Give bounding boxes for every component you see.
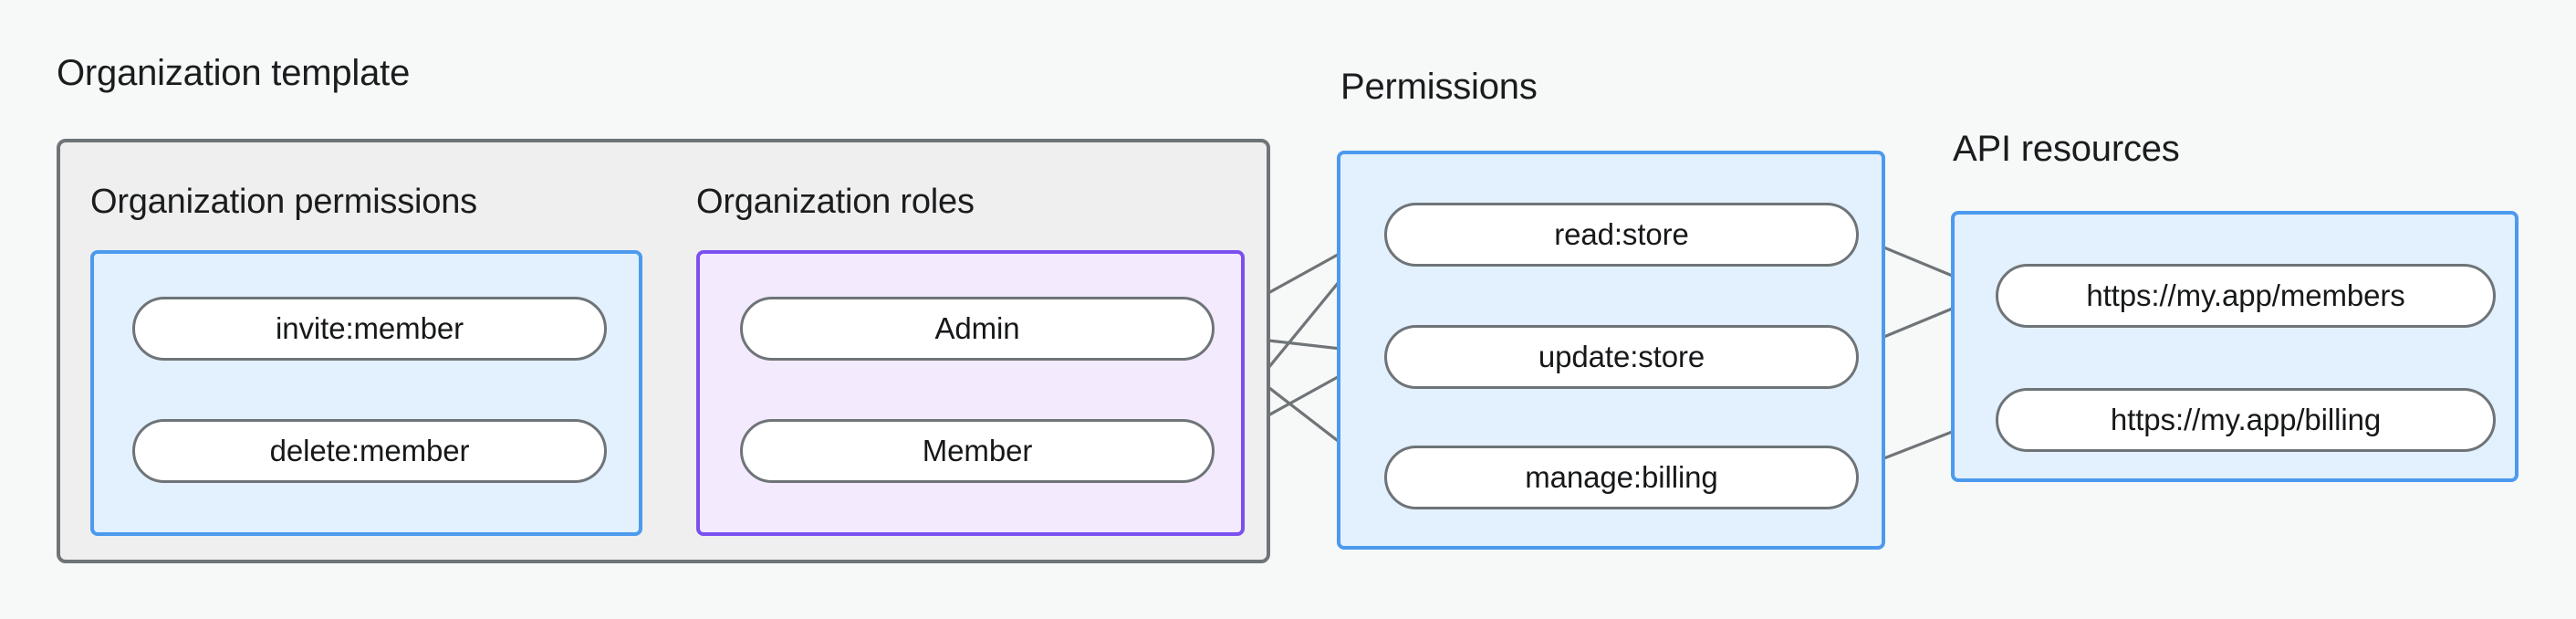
node-delete-member[interactable]: delete:member [132, 419, 607, 483]
group-title-organization-template: Organization template [57, 53, 411, 93]
subgroup-organization-permissions: invite:member delete:member [90, 250, 642, 536]
subgroup-title-organization-permissions: Organization permissions [90, 183, 477, 221]
node-update-store[interactable]: update:store [1384, 325, 1859, 389]
node-members-url[interactable]: https://my.app/members [1996, 264, 2496, 328]
node-admin[interactable]: Admin [740, 297, 1215, 361]
group-organization-template: Organization permissions Organization ro… [57, 139, 1270, 563]
group-title-api-resources: API resources [1953, 129, 2180, 169]
group-api-resources: https://my.app/members https://my.app/bi… [1951, 211, 2519, 482]
node-invite-member[interactable]: invite:member [132, 297, 607, 361]
subgroup-title-organization-roles: Organization roles [696, 183, 975, 221]
node-read-store[interactable]: read:store [1384, 203, 1859, 267]
node-billing-url[interactable]: https://my.app/billing [1996, 388, 2496, 452]
subgroup-organization-roles: Admin Member [696, 250, 1245, 536]
node-member[interactable]: Member [740, 419, 1215, 483]
group-title-permissions: Permissions [1340, 67, 1538, 107]
group-permissions: read:store update:store manage:billing [1337, 151, 1885, 550]
node-manage-billing[interactable]: manage:billing [1384, 446, 1859, 509]
